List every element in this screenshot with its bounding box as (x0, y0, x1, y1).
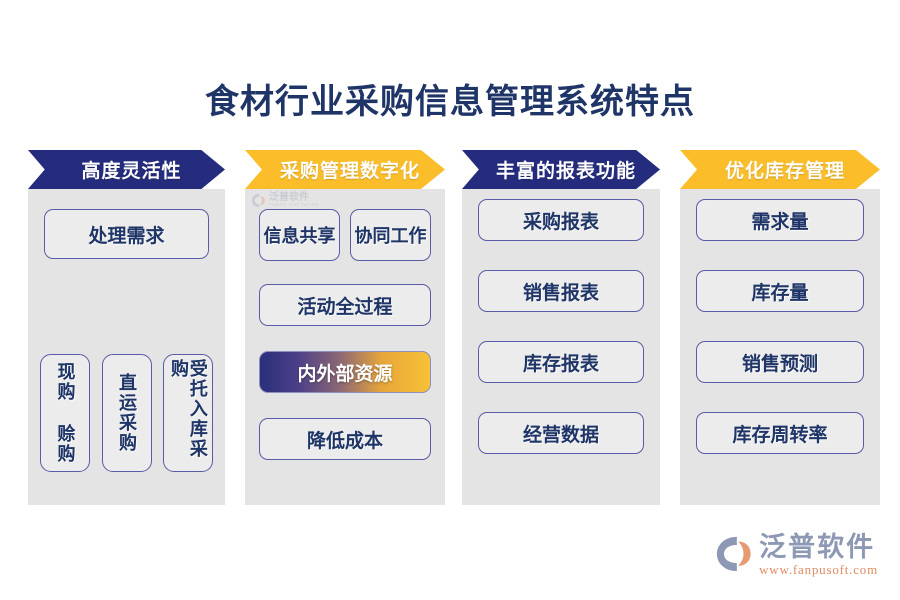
column-high-flexibility: 高度灵活性 处理需求 现购 赊购 直运采购 受托入库采购 (28, 150, 225, 505)
brand-text: 泛普软件 www.fanpusoft.com (759, 531, 878, 578)
watermark-fanpu: 泛普软件 FANPU SOFTWARE (251, 193, 319, 208)
column-panel-rich-reporting: 采购报表 销售报表 库存报表 经营数据 (462, 189, 660, 505)
vertical-item-direct-shipping-purchase[interactable]: 直运采购 (101, 354, 152, 472)
item-information-sharing[interactable]: 信息共享 (259, 209, 340, 261)
item-inventory-quantity[interactable]: 库存量 (696, 270, 864, 312)
item-inventory-report[interactable]: 库存报表 (478, 341, 644, 383)
column-header-rich-reporting[interactable]: 丰富的报表功能 (462, 150, 660, 189)
item-sales-report[interactable]: 销售报表 (478, 270, 644, 312)
watermark-logo-icon (251, 193, 266, 208)
column-panel-procurement-digitalization: 泛普软件 FANPU SOFTWARE 信息共享 协同工作 活动全过程 内外部资… (245, 189, 445, 505)
column-inventory-optimization: 优化库存管理 需求量 库存量 销售预测 库存周转率 (680, 150, 880, 505)
item-collaborative-work[interactable]: 协同工作 (350, 209, 431, 261)
item-whole-activity-process[interactable]: 活动全过程 (259, 284, 431, 326)
watermark-name: 泛普软件 (269, 192, 309, 204)
brand-name: 泛普软件 (759, 531, 876, 562)
column-header-high-flexibility[interactable]: 高度灵活性 (28, 150, 225, 189)
vertical-item-cash-credit-purchase[interactable]: 现购 赊购 (40, 354, 90, 472)
column-header-procurement-digitalization[interactable]: 采购管理数字化 (245, 150, 445, 189)
item-inventory-turnover-rate[interactable]: 库存周转率 (696, 412, 864, 454)
vertical-item-row: 现购 赊购 直运采购 受托入库采购 (40, 354, 213, 472)
item-reduce-cost[interactable]: 降低成本 (259, 418, 431, 460)
item-demand-quantity[interactable]: 需求量 (696, 199, 864, 241)
brand-logo-icon (715, 535, 753, 573)
brand-logo: 泛普软件 www.fanpusoft.com (715, 531, 878, 578)
column-procurement-digitalization: 采购管理数字化 泛普软件 FANPU SOFTWARE 信息 (245, 150, 445, 505)
brand-url: www.fanpusoft.com (759, 562, 878, 577)
vertical-item-consigned-warehouse-purchase[interactable]: 受托入库采购 (163, 354, 213, 472)
paired-item-row: 信息共享 协同工作 (259, 209, 431, 261)
column-panel-inventory-optimization: 需求量 库存量 销售预测 库存周转率 (680, 189, 880, 505)
watermark-text: 泛普软件 FANPU SOFTWARE (269, 193, 319, 208)
item-sales-forecast[interactable]: 销售预测 (696, 341, 864, 383)
watermark-subtitle: FANPU SOFTWARE (269, 202, 319, 208)
item-business-data[interactable]: 经营数据 (478, 412, 644, 454)
item-purchase-report[interactable]: 采购报表 (478, 199, 644, 241)
column-rich-reporting: 丰富的报表功能 采购报表 销售报表 库存报表 经营数据 (462, 150, 660, 505)
column-header-inventory-optimization[interactable]: 优化库存管理 (680, 150, 880, 189)
item-internal-external-resources[interactable]: 内外部资源 (259, 351, 431, 393)
column-panel-high-flexibility: 处理需求 现购 赊购 直运采购 受托入库采购 (28, 189, 225, 505)
feature-columns: 高度灵活性 处理需求 现购 赊购 直运采购 受托入库采购 采购管理数字化 (0, 150, 900, 510)
item-process-demand[interactable]: 处理需求 (44, 209, 209, 259)
page-title: 食材行业采购信息管理系统特点 (205, 84, 695, 121)
